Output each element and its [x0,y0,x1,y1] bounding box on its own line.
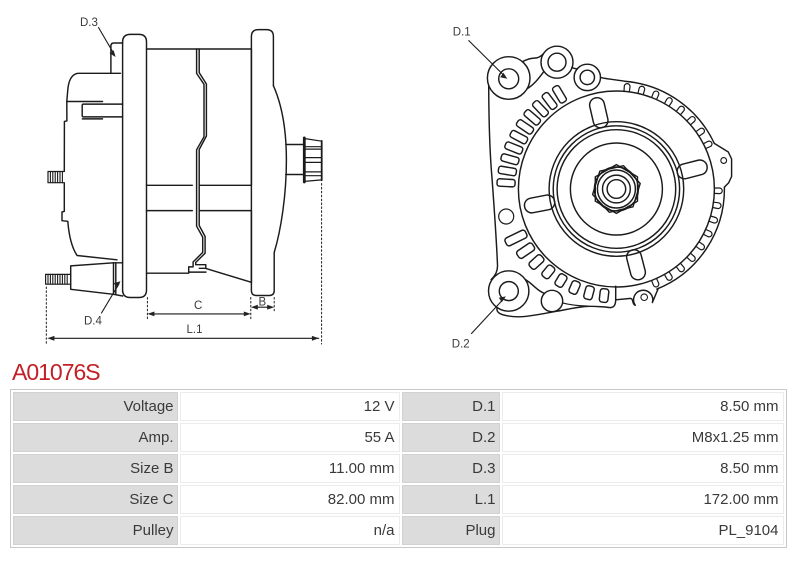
svg-text:C: C [194,300,202,312]
svg-text:B: B [259,297,267,309]
svg-text:D.1: D.1 [453,27,471,39]
svg-text:D.4: D.4 [84,316,103,328]
svg-text:L.1: L.1 [187,324,203,336]
svg-text:D.3: D.3 [80,17,98,29]
svg-text:D.2: D.2 [452,339,470,351]
